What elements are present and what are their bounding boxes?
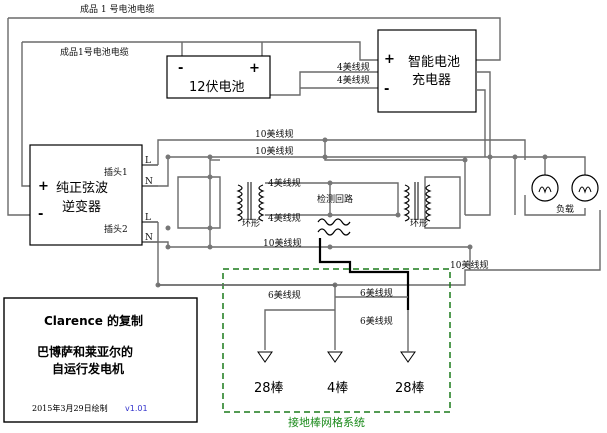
plug2-label: 插头2	[104, 223, 128, 235]
label-4awg-3: 4美线规	[268, 177, 301, 189]
label-10awg-4: 10美线规	[450, 259, 488, 271]
ground-rods	[257, 310, 416, 363]
ac-wiring	[157, 139, 601, 286]
ground-wiring	[158, 284, 408, 350]
toroid-left	[236, 182, 265, 222]
inverter-label-2: 逆变器	[62, 199, 101, 215]
credit-date: 2015年3月29日绘制	[32, 403, 108, 413]
ground-system-label: 接地棒网格系统	[288, 415, 365, 429]
battery-plus: +	[249, 61, 260, 76]
label-6awg-2: 6美线规	[360, 287, 393, 299]
L2-label: L	[145, 213, 151, 223]
battery-label: 12伏电池	[189, 80, 245, 95]
inverter-plus: +	[38, 179, 49, 194]
battery-12v: - + 12伏电池	[166, 55, 271, 99]
plug1-label: 插头1	[104, 166, 128, 178]
credit-line1: Clarence 的复制	[44, 313, 143, 328]
label-10awg-3: 10美线规	[263, 237, 301, 249]
label-10awg-2: 10美线规	[255, 145, 293, 157]
label-4awg-1: 4美线规	[337, 61, 370, 73]
inverter-label-1: 纯正弦波	[56, 180, 108, 196]
label-top-cable: 成品 1 号电池电缆	[80, 3, 154, 15]
label-toroid-2: 环形	[410, 217, 428, 229]
L1-label: L	[145, 156, 151, 166]
rod2-label: 4棒	[327, 381, 348, 396]
toroid-right	[403, 182, 432, 222]
ground-grid-box	[222, 268, 451, 413]
credit-line2: 巴博萨和莱亚尔的	[37, 344, 133, 359]
label-second-cable: 成品1号电池电缆	[60, 46, 129, 58]
rod3-label: 28棒	[395, 381, 425, 396]
sine-inverter: + - 纯正弦波 逆变器 插头1 插头2	[29, 144, 143, 246]
credit-version: v1.01	[125, 404, 148, 413]
charger-label-1: 智能电池	[408, 55, 460, 70]
charger-label-2: 充电器	[412, 72, 451, 88]
label-6awg-3: 6美线规	[360, 315, 393, 327]
label-10awg-1: 10美线规	[255, 128, 293, 140]
rod1-label: 28棒	[254, 381, 284, 396]
inverter-minus: -	[38, 207, 43, 222]
label-4awg-4: 4美线规	[268, 212, 301, 224]
detection-coil	[317, 218, 351, 236]
label-4awg-2: 4美线规	[337, 74, 370, 86]
N2-label: N	[145, 233, 153, 243]
smart-charger: + - 智能电池 充电器	[377, 29, 477, 113]
label-toroid-1: 环形	[242, 217, 260, 229]
label-detect-loop: 检测回路	[317, 193, 353, 205]
load-lamps	[531, 174, 599, 202]
battery-minus: -	[178, 61, 183, 76]
charger-minus: -	[384, 82, 389, 97]
junction-nodes	[155, 137, 548, 288]
charger-plus: +	[384, 52, 395, 67]
N1-label: N	[145, 177, 153, 187]
label-6awg-1: 6美线规	[268, 289, 301, 301]
credit-line3: 自运行发电机	[52, 361, 124, 376]
load-label: 负载	[556, 203, 574, 215]
credit-box: Clarence 的复制 巴博萨和莱亚尔的 自运行发电机 2015年3月29日绘…	[3, 297, 198, 423]
